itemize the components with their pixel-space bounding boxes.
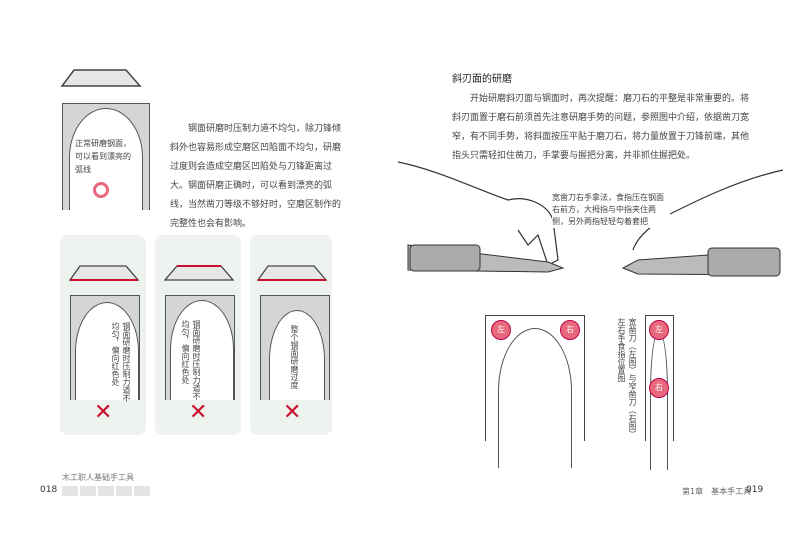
page-number-left: 018	[40, 485, 58, 495]
steel-face-card	[70, 295, 140, 400]
x-mark-icon: ✕	[189, 400, 208, 425]
x-mark-icon: ✕	[94, 400, 113, 425]
panel-3-label: 整个钢面研磨过度	[290, 325, 299, 389]
page-number-right: 019	[746, 485, 764, 495]
main-card-label: 正常研磨钢面，可以看到漂亮的弧线	[75, 139, 131, 174]
x-mark-icon: ✕	[283, 400, 302, 425]
bevel-profile-icon	[60, 69, 142, 87]
bevel-profile-icon	[256, 265, 328, 281]
wide-chisel-card: 左 右	[485, 315, 585, 468]
steel-face-card	[165, 295, 235, 400]
chapter-label: 第1章 基本手工具	[682, 487, 752, 496]
main-steel-face-card: 正常研磨钢面，可以看到漂亮的弧线	[62, 103, 150, 210]
left-finger-dot: 左	[649, 320, 669, 340]
bevel-profile-icon	[163, 265, 235, 281]
section-heading: 斜刃面的研磨	[452, 74, 512, 85]
narrow-chisel-card: 左 右	[645, 315, 674, 470]
bevel-profile-icon	[68, 265, 140, 281]
panel-1-label: 钢面研磨时压制力道不均匀，偏向红色处	[111, 322, 131, 402]
hands-holding-chisel-illustration	[398, 161, 784, 277]
panel-2-label: 钢面研磨时压制力道不均匀，偏向红色处	[181, 320, 201, 400]
right-finger-dot: 右	[649, 378, 669, 398]
circle-marker-icon	[93, 182, 109, 198]
right-paragraph: 开始研磨斜刃面与钢面时，再次提醒：磨刀石的平整是非常重要的。将斜刃面置于磨石前须…	[452, 94, 750, 161]
right-finger-dot: 右	[560, 320, 580, 340]
left-paragraph: 钢面研磨时压制力道不均匀，除刀锋倾斜外也容易形成空磨区凹陷面不均匀，研磨过度则会…	[170, 124, 342, 229]
footer-decoration	[62, 486, 152, 496]
vertical-caption: 宽凿刀（左图）与窄凿刀（右图）左右手食指位置图	[617, 318, 637, 438]
book-title: 木工职人基础手工具	[62, 473, 134, 482]
hands-caption: 宽凿刀右手拿法，食指压在钢面右前方，大拇指与中指夹住两侧，另外两指轻轻勾着套把	[552, 192, 670, 228]
left-finger-dot: 左	[491, 320, 511, 340]
steel-face-card	[260, 295, 330, 400]
